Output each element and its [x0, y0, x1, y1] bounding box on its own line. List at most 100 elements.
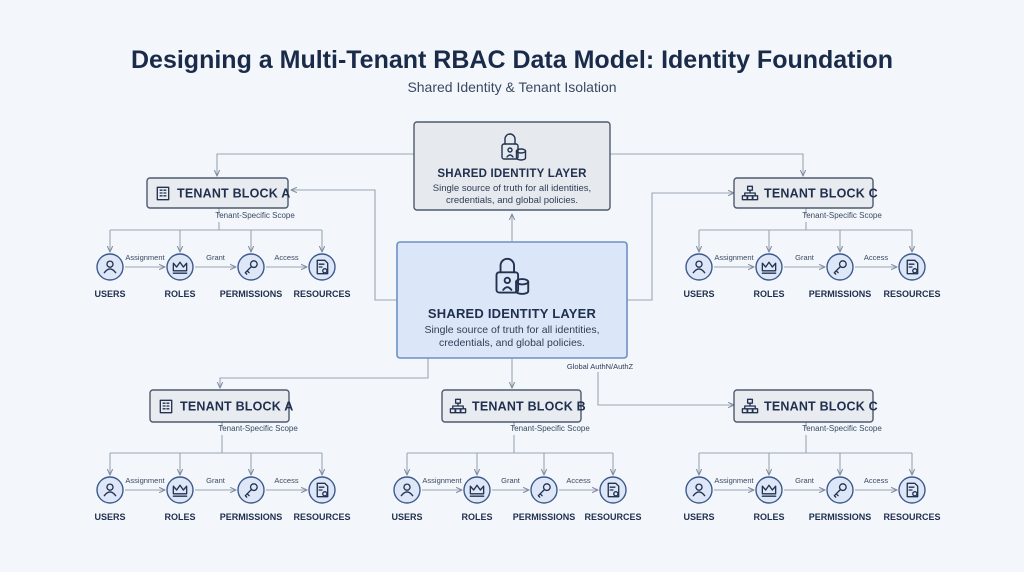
org-chart-icon [741, 185, 759, 201]
rbac-edge-label: Access [864, 253, 888, 262]
rbac-node-users: USERS [683, 476, 715, 522]
rbac-node-label: RESOURCES [883, 289, 940, 299]
rbac-edge-label: Access [566, 476, 590, 485]
rbac-node-users: USERS [94, 253, 126, 299]
rbac-node-circle [755, 253, 783, 281]
document-gear-icon [316, 482, 329, 498]
shared-identity-top-box [413, 121, 611, 211]
org-chart-icon [741, 398, 759, 414]
tenant-block-3: TENANT BLOCK A Tenant-Specific ScopeUSERS… [94, 389, 351, 522]
rbac-node-label: USERS [94, 512, 125, 522]
rbac-node-resources: RESOURCES [293, 476, 351, 522]
connector-center-to-tenant-a [291, 190, 397, 301]
rbac-node-label: PERMISSIONS [809, 289, 872, 299]
connector-top-to-tenant-a [217, 153, 414, 176]
page-subtitle: Shared Identity & Tenant Isolation [407, 79, 616, 95]
rbac-edge-label: Grant [206, 476, 226, 485]
rbac-node-label: RESOURCES [293, 289, 350, 299]
rbac-node-resources: RESOURCES [883, 253, 941, 299]
page-title: Designing a Multi-Tenant RBAC Data Model… [131, 46, 893, 74]
shared-center-title: SHARED IDENTITY LAYER [428, 306, 597, 321]
rbac-node-users: USERS [683, 253, 715, 299]
shared-top-title: SHARED IDENTITY LAYER [437, 168, 587, 180]
rbac-node-label: PERMISSIONS [513, 512, 576, 522]
rbac-node-circle [166, 476, 194, 504]
rbac-node-label: RESOURCES [584, 512, 641, 522]
rbac-node-label: USERS [683, 289, 714, 299]
tenant-block-title: TENANT BLOCK A [177, 187, 290, 201]
key-icon [833, 483, 847, 498]
document-gear-icon [906, 259, 919, 275]
rbac-node-roles: ROLES [461, 476, 493, 522]
crown-icon [172, 484, 188, 497]
user-icon [103, 260, 117, 274]
rbac-node-label: RESOURCES [883, 512, 940, 522]
building-icon [156, 186, 170, 201]
rbac-node-users: USERS [94, 476, 126, 522]
rbac-node-label: USERS [391, 512, 422, 522]
rbac-node-label: ROLES [164, 512, 195, 522]
rbac-node-roles: ROLES [753, 253, 785, 299]
tenant-scope-label: Tenant-Specific Scope [510, 424, 590, 433]
rbac-node-circle [166, 253, 194, 281]
tenant-block-5: TENANT BLOCK C Tenant-Specific ScopeUSERS… [683, 389, 941, 522]
rbac-node-label: ROLES [164, 289, 195, 299]
connector-center-to-lower-tenant-c [597, 372, 734, 405]
tenant-block-1: TENANT BLOCK A Tenant-Specific ScopeUSERS… [94, 177, 351, 299]
rbac-edge-label: Assignment [125, 253, 165, 262]
rbac-edge-label: Assignment [422, 476, 462, 485]
shared-identity-center: SHARED IDENTITY LAYER Single source of t… [396, 241, 634, 371]
rbac-node-label: PERMISSIONS [220, 512, 283, 522]
tenant-block-title: TENANT BLOCK C [764, 400, 878, 414]
rbac-edge-label: Assignment [125, 476, 165, 485]
tenant-scope-label: Tenant-Specific Scope [215, 211, 295, 220]
shared-top-desc-line2: credentials, and global policies. [446, 195, 578, 206]
tenant-block-title: TENANT BLOCK C [764, 187, 878, 201]
rbac-edge-label: Grant [795, 253, 815, 262]
global-authn-authz-label: Global AuthN/AuthZ [567, 362, 634, 371]
rbac-node-permissions: PERMISSIONS [220, 476, 283, 522]
rbac-node-label: PERMISSIONS [220, 289, 283, 299]
user-icon [692, 483, 706, 497]
user-icon [103, 483, 117, 497]
rbac-node-permissions: PERMISSIONS [513, 476, 576, 522]
tenant-block-title: TENANT BLOCK B [472, 400, 586, 414]
rbac-node-resources: RESOURCES [293, 253, 351, 299]
tenant-scope-label: Tenant-Specific Scope [802, 424, 882, 433]
rbac-edge-label: Access [274, 476, 298, 485]
connector-center-to-tenant-c [627, 193, 734, 301]
rbac-node-permissions: PERMISSIONS [809, 476, 872, 522]
rbac-node-label: ROLES [753, 512, 784, 522]
rbac-edge-label: Access [274, 253, 298, 262]
rbac-node-label: PERMISSIONS [809, 512, 872, 522]
tenant-block-box [733, 177, 874, 209]
key-icon [833, 260, 847, 275]
rbac-edge-label: Grant [206, 253, 226, 262]
rbac-node-permissions: PERMISSIONS [220, 253, 283, 299]
rbac-node-circle [755, 476, 783, 504]
rbac-node-roles: ROLES [164, 476, 196, 522]
rbac-edge-label: Assignment [714, 476, 754, 485]
rbac-edge-label: Grant [795, 476, 815, 485]
user-icon [692, 260, 706, 274]
rbac-node-users: USERS [391, 476, 423, 522]
tenant-block-4: TENANT BLOCK B Tenant-Specific ScopeUSERS… [391, 389, 642, 522]
key-icon [244, 260, 258, 275]
connector-center-to-lower-tenant-a [220, 358, 429, 388]
shared-identity-top: SHARED IDENTITY LAYER Single source of t… [413, 121, 611, 211]
crown-icon [469, 484, 485, 497]
tenant-scope-label: Tenant-Specific Scope [218, 424, 298, 433]
crown-icon [172, 261, 188, 274]
rbac-edge-label: Access [864, 476, 888, 485]
rbac-node-roles: ROLES [753, 476, 785, 522]
tenant-block-box [146, 177, 289, 209]
tenant-block-box [441, 389, 582, 423]
tenant-block-title: TENANT BLOCK A [180, 400, 293, 414]
rbac-node-label: ROLES [461, 512, 492, 522]
rbac-node-resources: RESOURCES [584, 476, 642, 522]
document-gear-icon [607, 482, 620, 498]
tenant-block-box [149, 389, 290, 423]
